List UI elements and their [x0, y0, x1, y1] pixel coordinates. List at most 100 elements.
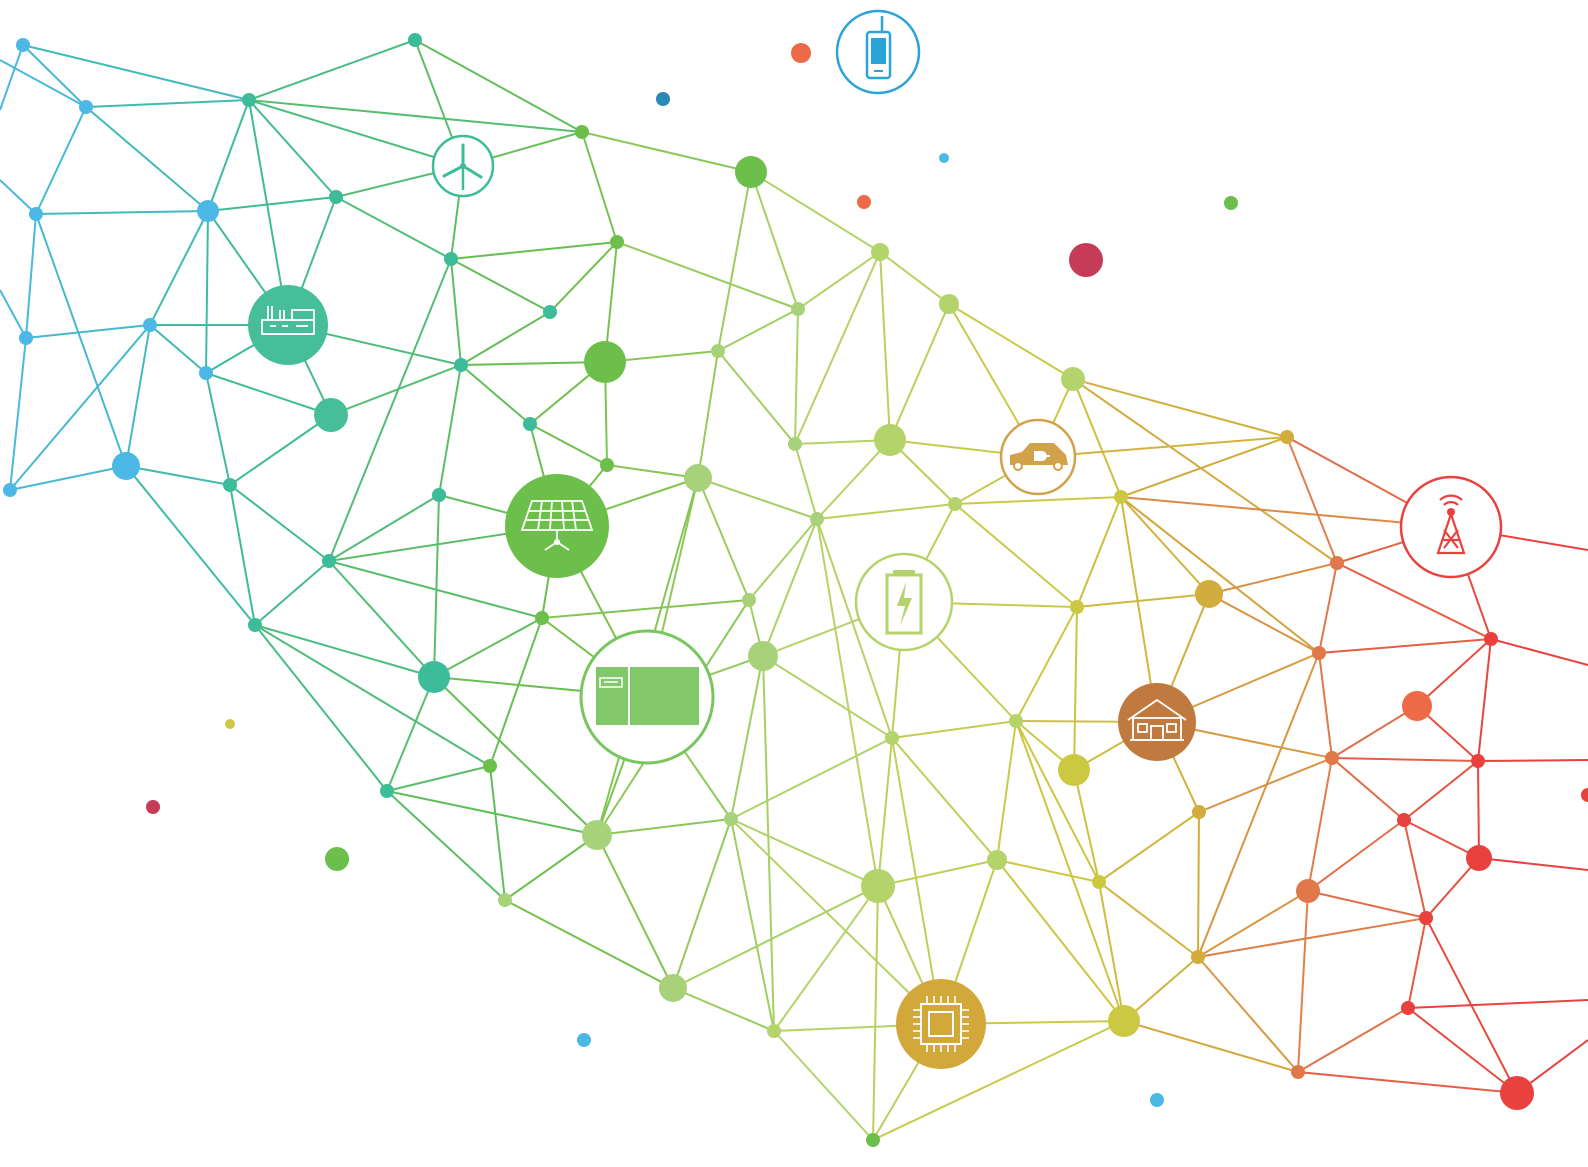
network-edge	[762, 655, 775, 1032]
wind-turbine-icon	[431, 134, 495, 198]
network-edge	[328, 560, 435, 678]
network-node	[948, 497, 962, 511]
factory-icon	[248, 285, 328, 365]
network-edge	[248, 39, 416, 101]
network-edge	[1336, 562, 1492, 640]
network-node	[454, 358, 468, 372]
network-edge	[794, 251, 881, 445]
network-node	[871, 243, 889, 261]
network-edge	[672, 818, 732, 989]
network-edge	[954, 496, 1122, 505]
network-node	[791, 302, 805, 316]
network-edge	[0, 44, 24, 111]
network-edge	[606, 464, 699, 479]
network-edge	[1123, 1020, 1299, 1073]
network-node	[498, 893, 512, 907]
network-node	[1195, 580, 1223, 608]
network-edge	[762, 655, 893, 739]
cpu-chip-icon	[896, 979, 986, 1069]
network-edge	[328, 258, 452, 562]
network-edge	[460, 361, 606, 366]
network-edge	[22, 44, 250, 101]
network-edge	[1403, 760, 1479, 821]
network-node	[1325, 751, 1339, 765]
network-node	[523, 417, 537, 431]
network-node	[418, 661, 450, 693]
network-node	[199, 366, 213, 380]
network-node	[543, 305, 557, 319]
network-node	[1330, 556, 1344, 570]
network-edge	[1331, 705, 1418, 759]
network-edge	[616, 241, 799, 310]
network-edge	[889, 303, 950, 441]
floating-dot	[146, 800, 160, 814]
network-edge	[489, 617, 543, 767]
network-edge	[504, 834, 598, 901]
network-node	[444, 252, 458, 266]
network-edge	[1416, 638, 1492, 707]
network-edge	[717, 171, 752, 352]
floating-dot	[791, 43, 811, 63]
network-node	[1312, 646, 1326, 660]
floating-dot	[225, 719, 235, 729]
network-edge	[460, 364, 531, 425]
network-edge	[730, 737, 893, 820]
network-node	[1471, 754, 1485, 768]
energy-storage-cabinet-icon	[579, 629, 715, 765]
network-node	[408, 33, 422, 47]
battery-charging-icon	[854, 552, 954, 652]
network-edge	[386, 790, 506, 901]
network-edge	[948, 303, 1074, 380]
network-edge	[1015, 606, 1078, 722]
network-edge	[0, 59, 87, 108]
network-node	[1466, 845, 1492, 871]
network-edge	[386, 790, 598, 836]
network-edge	[1123, 956, 1199, 1022]
network-edge	[254, 624, 491, 767]
network-edge	[1331, 757, 1405, 821]
network-edge	[1076, 496, 1122, 608]
floating-dot	[325, 847, 349, 871]
network-node	[1296, 879, 1320, 903]
network-node	[735, 156, 767, 188]
network-edge	[717, 350, 796, 445]
network-node	[1291, 1065, 1305, 1079]
network-edge	[996, 720, 1017, 861]
network-node	[584, 341, 626, 383]
network-edge	[1318, 652, 1333, 759]
electric-car-icon	[999, 418, 1077, 496]
network-edge	[1307, 757, 1333, 892]
network-edge	[229, 484, 330, 562]
network-node	[600, 458, 614, 472]
house-icon	[1118, 683, 1196, 761]
network-node	[380, 784, 394, 798]
network-node	[711, 344, 725, 358]
network-edge	[1120, 496, 1452, 528]
network-node	[1061, 367, 1085, 391]
network-edge	[125, 465, 256, 626]
floating-dot	[1150, 1093, 1164, 1107]
network-edge	[996, 859, 1125, 1022]
floating-dots	[146, 43, 1588, 1107]
network-edge	[489, 765, 506, 901]
floating-dot	[1224, 196, 1238, 210]
network-edge	[1120, 496, 1210, 595]
network-edge	[1307, 890, 1427, 919]
mobile-phone-icon	[835, 9, 921, 95]
network-node	[788, 437, 802, 451]
network-node	[885, 731, 899, 745]
solar-panel-icon	[505, 474, 609, 578]
network-edge	[35, 210, 209, 215]
network-edge	[207, 196, 337, 212]
network-edge	[1098, 881, 1125, 1022]
network-node	[1192, 805, 1206, 819]
network-edge	[748, 518, 818, 601]
network-edge	[450, 258, 462, 366]
network-edge	[248, 99, 464, 167]
network-edge	[386, 765, 491, 792]
network-edge	[816, 503, 956, 520]
network-edge	[1098, 811, 1200, 883]
network-edge	[1208, 562, 1338, 595]
network-edge	[433, 494, 440, 678]
